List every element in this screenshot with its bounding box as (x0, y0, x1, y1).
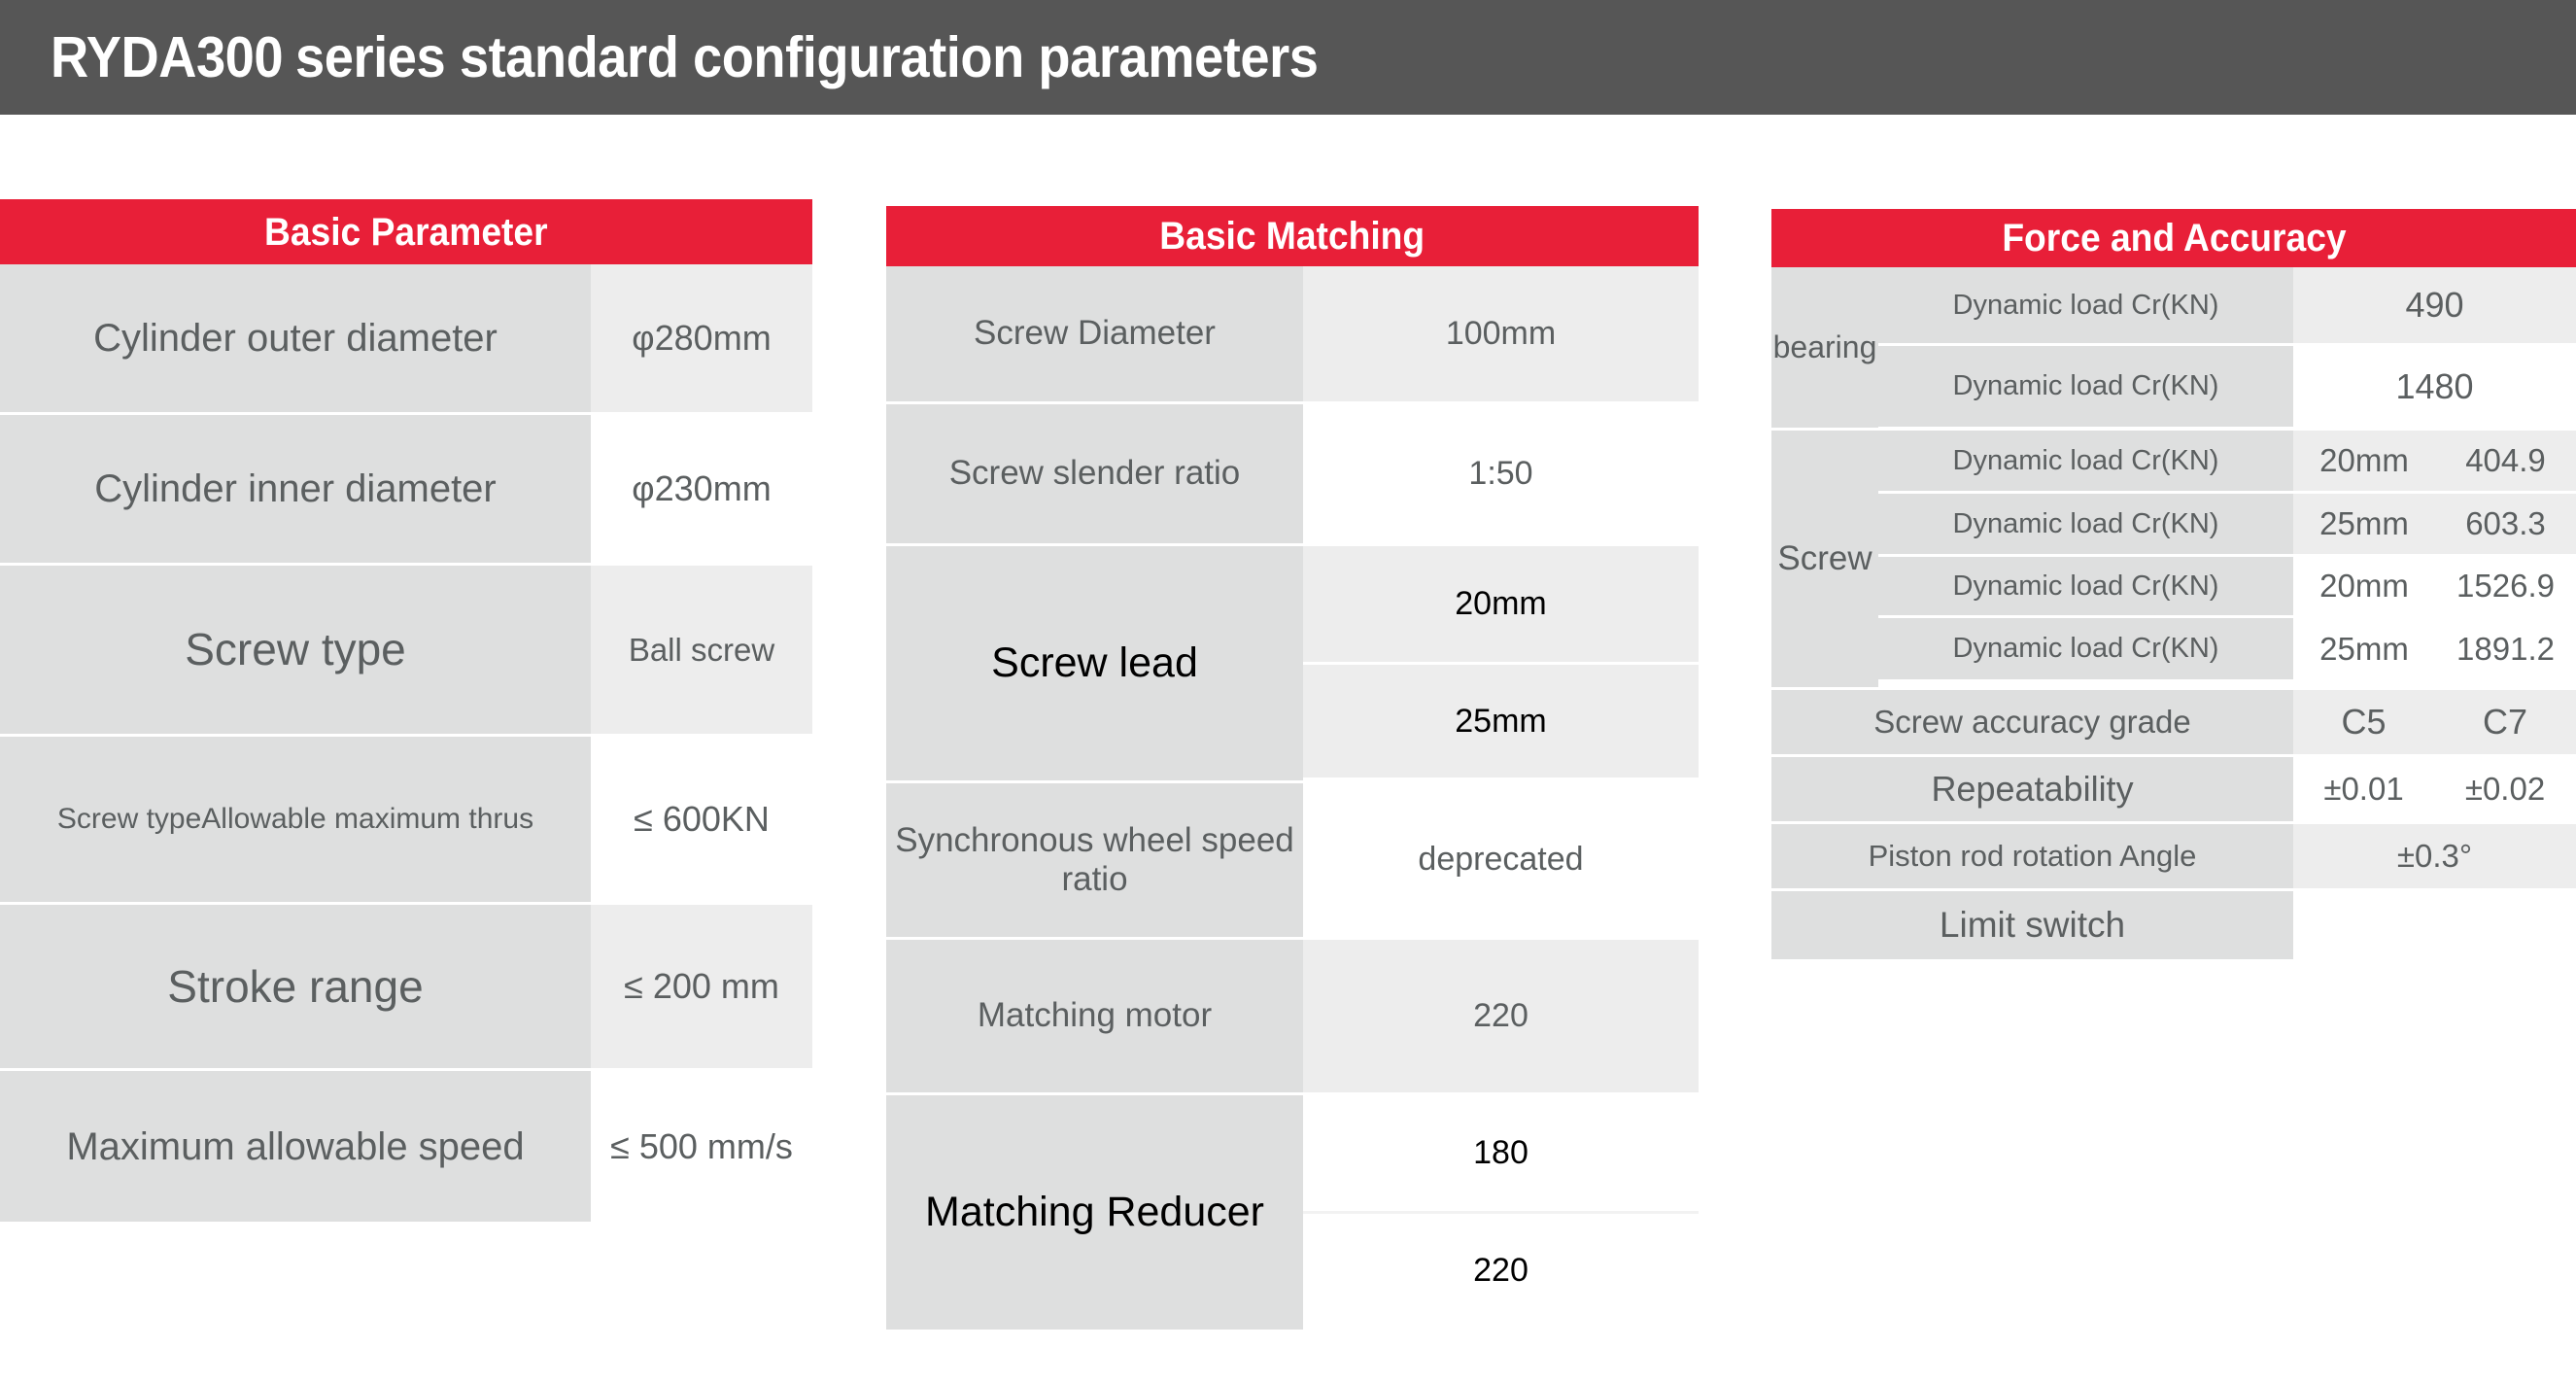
row-label: Screw slender ratio (886, 404, 1303, 543)
row-value: ±0.3° (2293, 824, 2576, 888)
row-value: ≤ 200 mm (591, 905, 812, 1068)
table-row-grouped: Matching Reducer 180 220 (886, 1092, 1699, 1330)
table-force-accuracy: Force and Accuracy bearing Dynamic load … (1771, 209, 2576, 959)
table-group-screw: Screw Dynamic load Cr(KN) 20mm 404.9 Dyn… (1771, 428, 2576, 687)
row-label: Limit switch (1771, 891, 2293, 959)
row-label: Dynamic load Cr(KN) (1878, 494, 2293, 554)
table-basic-parameter-body: Cylinder outer diameter φ280mm Cylinder … (0, 264, 812, 1222)
group-rows: Dynamic load Cr(KN) 490 Dynamic load Cr(… (1878, 267, 2576, 428)
row-value-group: 20mm 25mm (1303, 546, 1699, 780)
table-row: Dynamic load Cr(KN) 1480 (1878, 343, 2576, 427)
group-rows: Dynamic load Cr(KN) 20mm 404.9 Dynamic l… (1878, 431, 2576, 687)
table-row: Repeatability ±0.01 ±0.02 (1771, 754, 2576, 821)
row-label: Matching motor (886, 940, 1303, 1092)
row-label: Matching Reducer (886, 1095, 1303, 1330)
row-label: Repeatability (1771, 757, 2293, 821)
row-value: 100mm (1303, 266, 1699, 401)
row-value (2293, 891, 2576, 959)
table-basic-parameter-header: Basic Parameter (0, 199, 812, 264)
page-title-rest: series standard configuration parameters (295, 25, 1319, 89)
table-row: Dynamic load Cr(KN) 490 (1878, 267, 2576, 343)
row-value: 1891.2 (2435, 618, 2576, 679)
row-value: ≤ 600KN (591, 737, 812, 902)
row-value: φ280mm (591, 264, 812, 412)
table-row: Piston rod rotation Angle ±0.3° (1771, 821, 2576, 888)
row-value: 180 (1303, 1095, 1699, 1211)
row-value-group: 180 220 (1303, 1095, 1699, 1330)
table-basic-matching: Basic Matching Screw Diameter 100mm Scre… (886, 206, 1699, 1330)
row-size: 20mm (2293, 431, 2435, 491)
table-basic-parameter: Basic Parameter Cylinder outer diameter … (0, 199, 812, 1222)
table-row: Dynamic load Cr(KN) 20mm 404.9 (1878, 431, 2576, 491)
row-label: Screw lead (886, 546, 1303, 780)
row-label: Dynamic load Cr(KN) (1878, 557, 2293, 615)
table-row: Screw accuracy grade C5 C7 (1771, 687, 2576, 754)
row-value: 220 (1303, 940, 1699, 1092)
row-size: 25mm (2293, 618, 2435, 679)
row-label: Screw type (0, 566, 591, 734)
table-row: Maximum allowable speed ≤ 500 mm/s (0, 1068, 812, 1222)
row-label: Dynamic load Cr(KN) (1878, 431, 2293, 491)
row-label: Piston rod rotation Angle (1771, 824, 2293, 888)
table-force-accuracy-header: Force and Accuracy (1771, 209, 2576, 267)
table-row: Synchronous wheel speed ratio deprecated (886, 780, 1699, 937)
table-row: Limit switch (1771, 888, 2576, 959)
table-row: Cylinder inner diameter φ230mm (0, 412, 812, 563)
row-label: Stroke range (0, 905, 591, 1068)
table-row: Stroke range ≤ 200 mm (0, 902, 812, 1068)
row-label: Cylinder inner diameter (0, 415, 591, 563)
row-label: Maximum allowable speed (0, 1071, 591, 1222)
row-value-c7: C7 (2434, 690, 2576, 754)
row-value: ≤ 500 mm/s (591, 1071, 812, 1222)
table-row: Cylinder outer diameter φ280mm (0, 264, 812, 412)
row-label: Synchronous wheel speed ratio (886, 783, 1303, 937)
table-row: Screw Diameter 100mm (886, 266, 1699, 401)
page-title-model: RYDA300 (51, 25, 284, 89)
group-label: bearing (1771, 267, 1878, 428)
table-basic-matching-title: Basic Matching (1159, 215, 1425, 258)
table-row: Screw type Ball screw (0, 563, 812, 734)
row-value: 220 (1303, 1211, 1699, 1327)
row-size: 20mm (2293, 557, 2435, 615)
table-row: Screw typeAllowable maximum thrus ≤ 600K… (0, 734, 812, 902)
row-value: 490 (2293, 267, 2576, 343)
row-value: 20mm (1303, 546, 1699, 662)
row-value: 1480 (2293, 346, 2576, 427)
row-label: Dynamic load Cr(KN) (1878, 346, 2293, 427)
row-value-c5: ±0.01 (2293, 757, 2434, 821)
row-value: 404.9 (2435, 431, 2576, 491)
row-value: 25mm (1303, 662, 1699, 777)
table-row-grouped: Screw lead 20mm 25mm (886, 543, 1699, 780)
row-value: 603.3 (2435, 494, 2576, 554)
row-label: Dynamic load Cr(KN) (1878, 618, 2293, 679)
table-basic-matching-body: Screw Diameter 100mm Screw slender ratio… (886, 266, 1699, 1330)
row-value: Ball screw (591, 566, 812, 734)
row-label: Screw Diameter (886, 266, 1303, 401)
table-force-accuracy-title: Force and Accuracy (2001, 217, 2347, 259)
row-size: 25mm (2293, 494, 2435, 554)
table-basic-matching-header: Basic Matching (886, 206, 1699, 266)
row-label: Screw typeAllowable maximum thrus (0, 737, 591, 902)
table-row: Dynamic load Cr(KN) 25mm 603.3 (1878, 491, 2576, 554)
table-group-bearing: bearing Dynamic load Cr(KN) 490 Dynamic … (1771, 267, 2576, 428)
row-value: φ230mm (591, 415, 812, 563)
table-row: Dynamic load Cr(KN) 20mm 1526.9 (1878, 554, 2576, 615)
table-row: Screw slender ratio 1:50 (886, 401, 1699, 543)
row-label: Screw accuracy grade (1771, 690, 2293, 754)
row-value: deprecated (1303, 783, 1699, 937)
table-force-accuracy-body: bearing Dynamic load Cr(KN) 490 Dynamic … (1771, 267, 2576, 959)
row-value: 1526.9 (2435, 557, 2576, 615)
group-label: Screw (1771, 431, 1878, 687)
row-label: Cylinder outer diameter (0, 264, 591, 412)
table-basic-parameter-title: Basic Parameter (264, 210, 548, 254)
table-row: Matching motor 220 (886, 937, 1699, 1092)
table-row: Dynamic load Cr(KN) 25mm 1891.2 (1878, 615, 2576, 679)
row-value-c7: ±0.02 (2434, 757, 2576, 821)
row-value: 1:50 (1303, 404, 1699, 543)
row-value-c5: C5 (2293, 690, 2434, 754)
row-label: Dynamic load Cr(KN) (1878, 267, 2293, 343)
